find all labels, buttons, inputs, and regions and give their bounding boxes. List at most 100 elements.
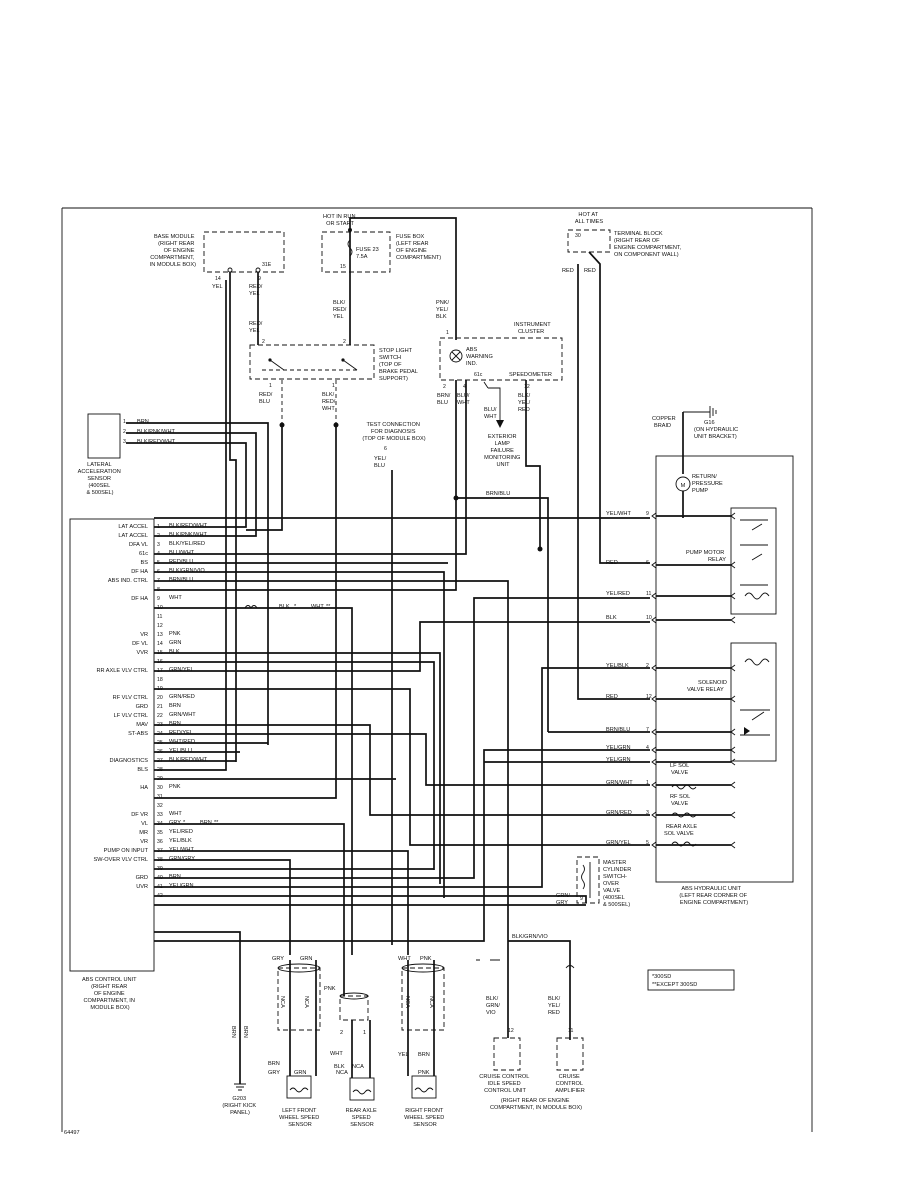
- left-nca-a: NCA: [279, 996, 285, 1008]
- test-connection: TEST CONNECTION FOR DIAGNOSIS (TOP OF MO…: [362, 422, 425, 469]
- connector-chevron-icon: [730, 841, 736, 849]
- acu-pin-number: 9: [157, 596, 160, 602]
- left-wire-gry: GRY: [272, 956, 284, 962]
- acu-pin-row: 18: [157, 677, 163, 683]
- acu-pin-number: 35: [157, 830, 163, 836]
- acu-pin-name: SW-OVER VLV CTRL: [94, 857, 149, 863]
- solenoid-relay-coil-icon: [740, 658, 770, 736]
- rear-sensor-coil-icon: [352, 1089, 372, 1095]
- right-nca-a: NCA: [404, 996, 410, 1008]
- diagram-frame: [61, 207, 813, 1132]
- switch-contact-left-icon: [269, 359, 285, 371]
- connector-chevron-icon: [651, 746, 657, 754]
- cluster-wire-12: BLK/ YEL/ RED: [518, 393, 532, 413]
- acu-pin-name: LAT ACCEL: [118, 533, 148, 539]
- abs-control-unit: ABS CONTROL UNIT (RIGHT REAR OF ENGINE C…: [69, 518, 155, 1011]
- acu-alt-wire-labels: * BRN ** BLK * WHT **: [183, 604, 331, 826]
- rear-pin-1: 1: [363, 1030, 366, 1036]
- rear-alt-wht: WHT: [330, 1051, 343, 1057]
- connector-chevron-icon: [730, 616, 736, 624]
- acu-pin-name: HA: [140, 785, 148, 791]
- base-module-wire-14: YEL: [212, 284, 223, 290]
- acu-pin-wire: YEL/BLU: [169, 748, 192, 754]
- idle-wire-left: BLK/ GRN/ VIO: [486, 996, 502, 1016]
- pin30-alt-wire: BRN: [200, 820, 212, 826]
- ground-icon: [683, 406, 717, 418]
- speedometer-label: SPEEDOMETER: [509, 372, 552, 378]
- lateral-acceleration-sensor: 1 2 3 BRN BLK/PNK/WHT BLK/RED/WHT LATERA…: [78, 413, 176, 496]
- base-module-pin-31e: 31E: [262, 262, 272, 268]
- hydraulic-pin-wire: BLK: [606, 615, 617, 621]
- connector-chevron-icon: [730, 746, 736, 754]
- cluster-wire-4: BLU/ WHT: [457, 393, 471, 406]
- connector-chevron-icon: [730, 728, 736, 736]
- stop-light-pin-1a: 1: [269, 383, 272, 389]
- left-grn: GRN: [294, 1070, 306, 1076]
- hydraulic-pin-wire: YEL/WHT: [606, 511, 631, 517]
- idle-pin-12: 12: [508, 1028, 514, 1034]
- pump-motor-relay-label: PUMP MOTOR RELAY: [686, 550, 726, 563]
- g203-wire-a: BRN: [230, 1026, 236, 1038]
- rear-pin-2: 2: [340, 1030, 343, 1036]
- hydraulic-pin-wire: YEL/GRN: [606, 745, 631, 751]
- lat-sensor-wire-1: BRN: [137, 419, 149, 425]
- acu-pin-name: GRD: [136, 704, 148, 710]
- stop-light-pin-2a: 2: [262, 339, 265, 345]
- acu-pin-name: ST-ABS: [128, 731, 148, 737]
- left-alt-brn: BRN: [268, 1061, 280, 1067]
- hydraulic-pin-wire: YEL/BLK: [606, 663, 629, 669]
- acu-pin-number: 32: [157, 803, 163, 809]
- cruise-location-label: (RIGHT REAR OF ENGINE COMPARTMENT, IN MO…: [490, 1098, 582, 1111]
- acu-pin-number: 13: [157, 632, 163, 638]
- abs-warning-lamp-icon: [449, 349, 463, 363]
- acu-pin-name: RF VLV CTRL: [113, 695, 148, 701]
- stop-light-wire-in: RED/ YEL: [249, 321, 264, 334]
- lat-sensor-label: LATERAL ACCELERATION SENSOR (400SEL & 50…: [78, 462, 123, 496]
- connector-chevron-icon: [651, 592, 657, 600]
- right-wire-pnk: PNK: [420, 956, 432, 962]
- acu-pin-name: DF HA: [131, 596, 148, 602]
- acu-pin-row: 32: [157, 803, 163, 809]
- instrument-cluster: PNK/ YEL/ BLK INSTRUMENT CLUSTER 1 ABS W…: [436, 300, 563, 468]
- acu-pin-row: 12: [157, 623, 163, 629]
- terminal-block: HOT AT ALL TIMES 30 TERMINAL BLOCK (RIGH…: [562, 212, 682, 274]
- acu-pin-wire: RED/YEL: [169, 730, 193, 736]
- hydraulic-pin-number: 5: [646, 840, 649, 846]
- acu-pin-wire: YEL/BLK: [169, 838, 192, 844]
- figure-id: 64497: [64, 1130, 80, 1136]
- cluster-pin-4: 4: [463, 384, 466, 390]
- fuse-box-label: FUSE BOX (LEFT REAR OF ENGINE COMPARTMEN…: [396, 234, 441, 261]
- hydraulic-pin-wire: RED: [606, 694, 618, 700]
- connector-chevron-icon: [651, 512, 657, 520]
- left-sensor-label: LEFT FRONT WHEEL SPEED SENSOR: [279, 1108, 321, 1128]
- right-sensor-coil-icon: [414, 1087, 434, 1093]
- acu-pin-name: DFA VL: [129, 542, 148, 548]
- left-sensor-coil-icon: [289, 1087, 309, 1093]
- acu-pin-number: 14: [157, 641, 163, 647]
- hydraulic-unit-label: ABS HYDRAULIC UNIT (LEFT REAR CORNER OF …: [679, 886, 748, 906]
- pin9-dstar: **: [326, 604, 331, 610]
- pin30-star: *: [183, 820, 186, 826]
- lat-sensor-wire-2: BLK/PNK/WHT: [137, 429, 176, 435]
- acu-pin-wire: BLK/RED/WHT: [169, 523, 208, 529]
- stop-light-switch: RED/ YEL 2 2 STOP LIGHT SWITCH (TOP OF B…: [249, 321, 418, 412]
- acu-pin-wire: WHT: [169, 811, 182, 817]
- left-nca-b: NCA: [303, 996, 309, 1008]
- acu-pin-wire: BLK/RED/WHT: [169, 757, 208, 763]
- acu-pin-wire: PNK: [169, 631, 181, 637]
- terminal-block-wire-right: RED: [584, 268, 596, 274]
- hydraulic-pin-wire: YEL/GRN: [606, 757, 631, 763]
- hydraulic-pin-number: 7: [646, 727, 649, 733]
- connector-chevron-icon: [651, 811, 657, 819]
- wiring: [126, 217, 650, 1084]
- acu-pin-number: 18: [157, 677, 163, 683]
- acu-pin-wire: BLU/WHT: [169, 550, 195, 556]
- connector-chevron-icon: [651, 664, 657, 672]
- cluster-pin-2: 2: [443, 384, 446, 390]
